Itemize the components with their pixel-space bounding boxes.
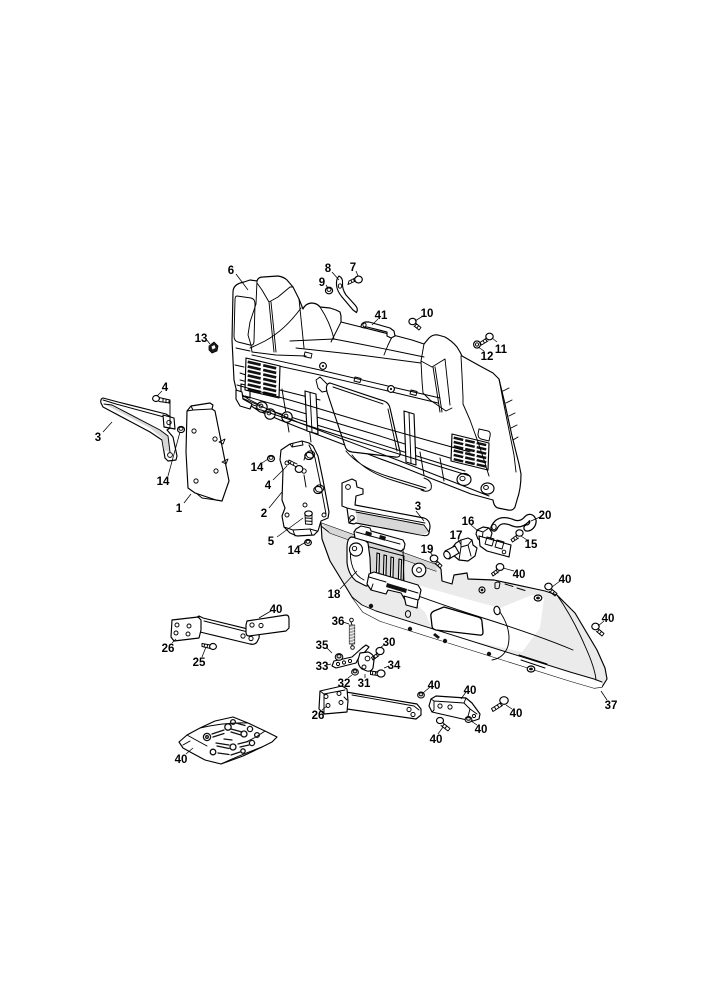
svg-text:11: 11 [495,344,508,356]
svg-text:40: 40 [428,680,441,692]
svg-text:14: 14 [157,476,170,488]
svg-text:40: 40 [602,613,615,625]
svg-text:10: 10 [421,308,434,320]
svg-text:32: 32 [338,678,351,690]
svg-text:3: 3 [95,432,101,444]
svg-text:34: 34 [388,660,401,672]
svg-text:20: 20 [539,510,552,522]
svg-text:26: 26 [312,710,325,722]
svg-text:26: 26 [162,643,175,655]
svg-text:40: 40 [510,708,523,720]
svg-text:4: 4 [162,382,169,394]
svg-text:18: 18 [328,589,341,601]
svg-text:2: 2 [261,508,267,520]
svg-text:17: 17 [450,530,463,542]
svg-text:5: 5 [268,536,275,548]
svg-text:40: 40 [270,604,283,616]
svg-text:14: 14 [251,462,264,474]
svg-text:40: 40 [430,734,443,746]
svg-text:25: 25 [193,657,206,669]
svg-text:4: 4 [265,480,272,492]
svg-text:19: 19 [421,544,434,556]
svg-text:3: 3 [415,501,421,513]
svg-text:12: 12 [481,351,494,363]
svg-text:31: 31 [358,678,371,690]
svg-text:40: 40 [513,569,526,581]
svg-text:40: 40 [559,574,572,586]
svg-text:41: 41 [375,310,388,322]
svg-text:33: 33 [316,661,329,673]
svg-text:30: 30 [383,637,396,649]
svg-text:35: 35 [316,640,329,652]
svg-text:40: 40 [464,685,477,697]
svg-text:14: 14 [288,545,301,557]
svg-text:40: 40 [175,754,188,766]
svg-text:6: 6 [228,265,234,277]
svg-text:15: 15 [525,539,538,551]
svg-text:9: 9 [319,277,325,289]
svg-text:1: 1 [176,503,183,515]
svg-text:7: 7 [350,262,356,274]
svg-text:13: 13 [195,333,208,345]
svg-text:40: 40 [475,724,488,736]
svg-text:36: 36 [332,616,345,628]
svg-text:8: 8 [325,263,332,275]
svg-text:16: 16 [462,516,475,528]
svg-text:37: 37 [605,700,618,712]
